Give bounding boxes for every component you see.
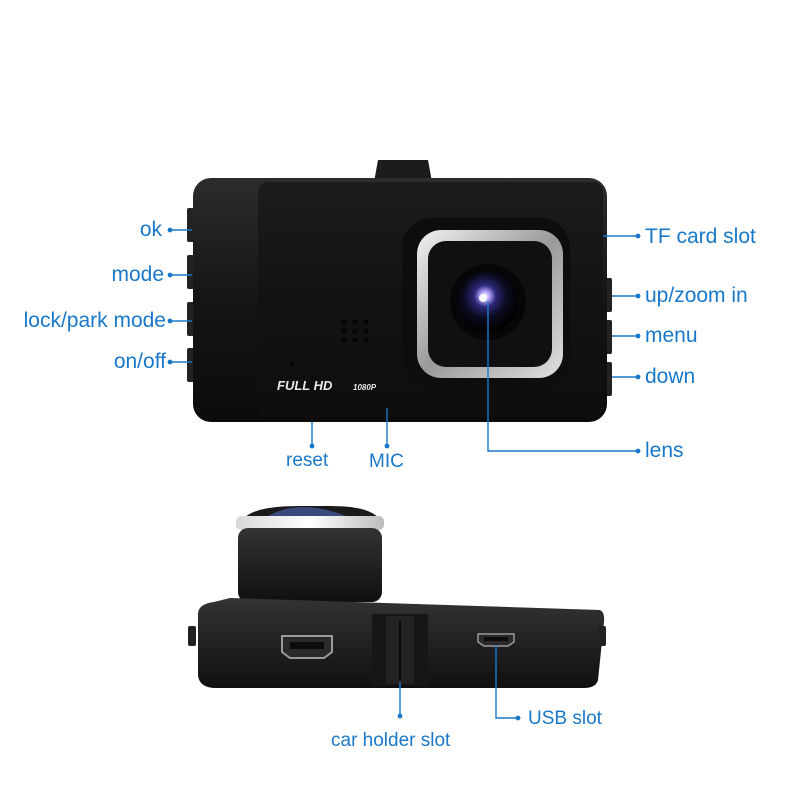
- front-text: FULL HD: [277, 378, 333, 393]
- label-down: down: [645, 366, 695, 387]
- front-view: FULL HD 1080P: [187, 160, 612, 422]
- label-car-holder-slot: car holder slot: [331, 731, 450, 750]
- lens-ring-top: [236, 516, 384, 530]
- bottom-view: [188, 506, 606, 688]
- speaker-grille: [341, 319, 368, 342]
- label-reset: reset: [286, 451, 328, 470]
- label-tf-card-slot: TF card slot: [645, 226, 756, 247]
- label-ok: ok: [140, 219, 162, 240]
- label-usb-slot: USB slot: [528, 709, 602, 728]
- label-mode: mode: [111, 264, 164, 285]
- label-lens: lens: [645, 440, 684, 461]
- label-up-zoom-in: up/zoom in: [645, 285, 748, 306]
- front-res: 1080P: [353, 383, 377, 392]
- label-lock-park-mode: lock/park mode: [24, 310, 166, 331]
- reset-hole: [290, 362, 294, 366]
- label-mic: MIC: [369, 452, 404, 471]
- label-menu: menu: [645, 325, 698, 346]
- label-on-off: on/off: [114, 351, 166, 372]
- lens-barrel: [238, 528, 382, 602]
